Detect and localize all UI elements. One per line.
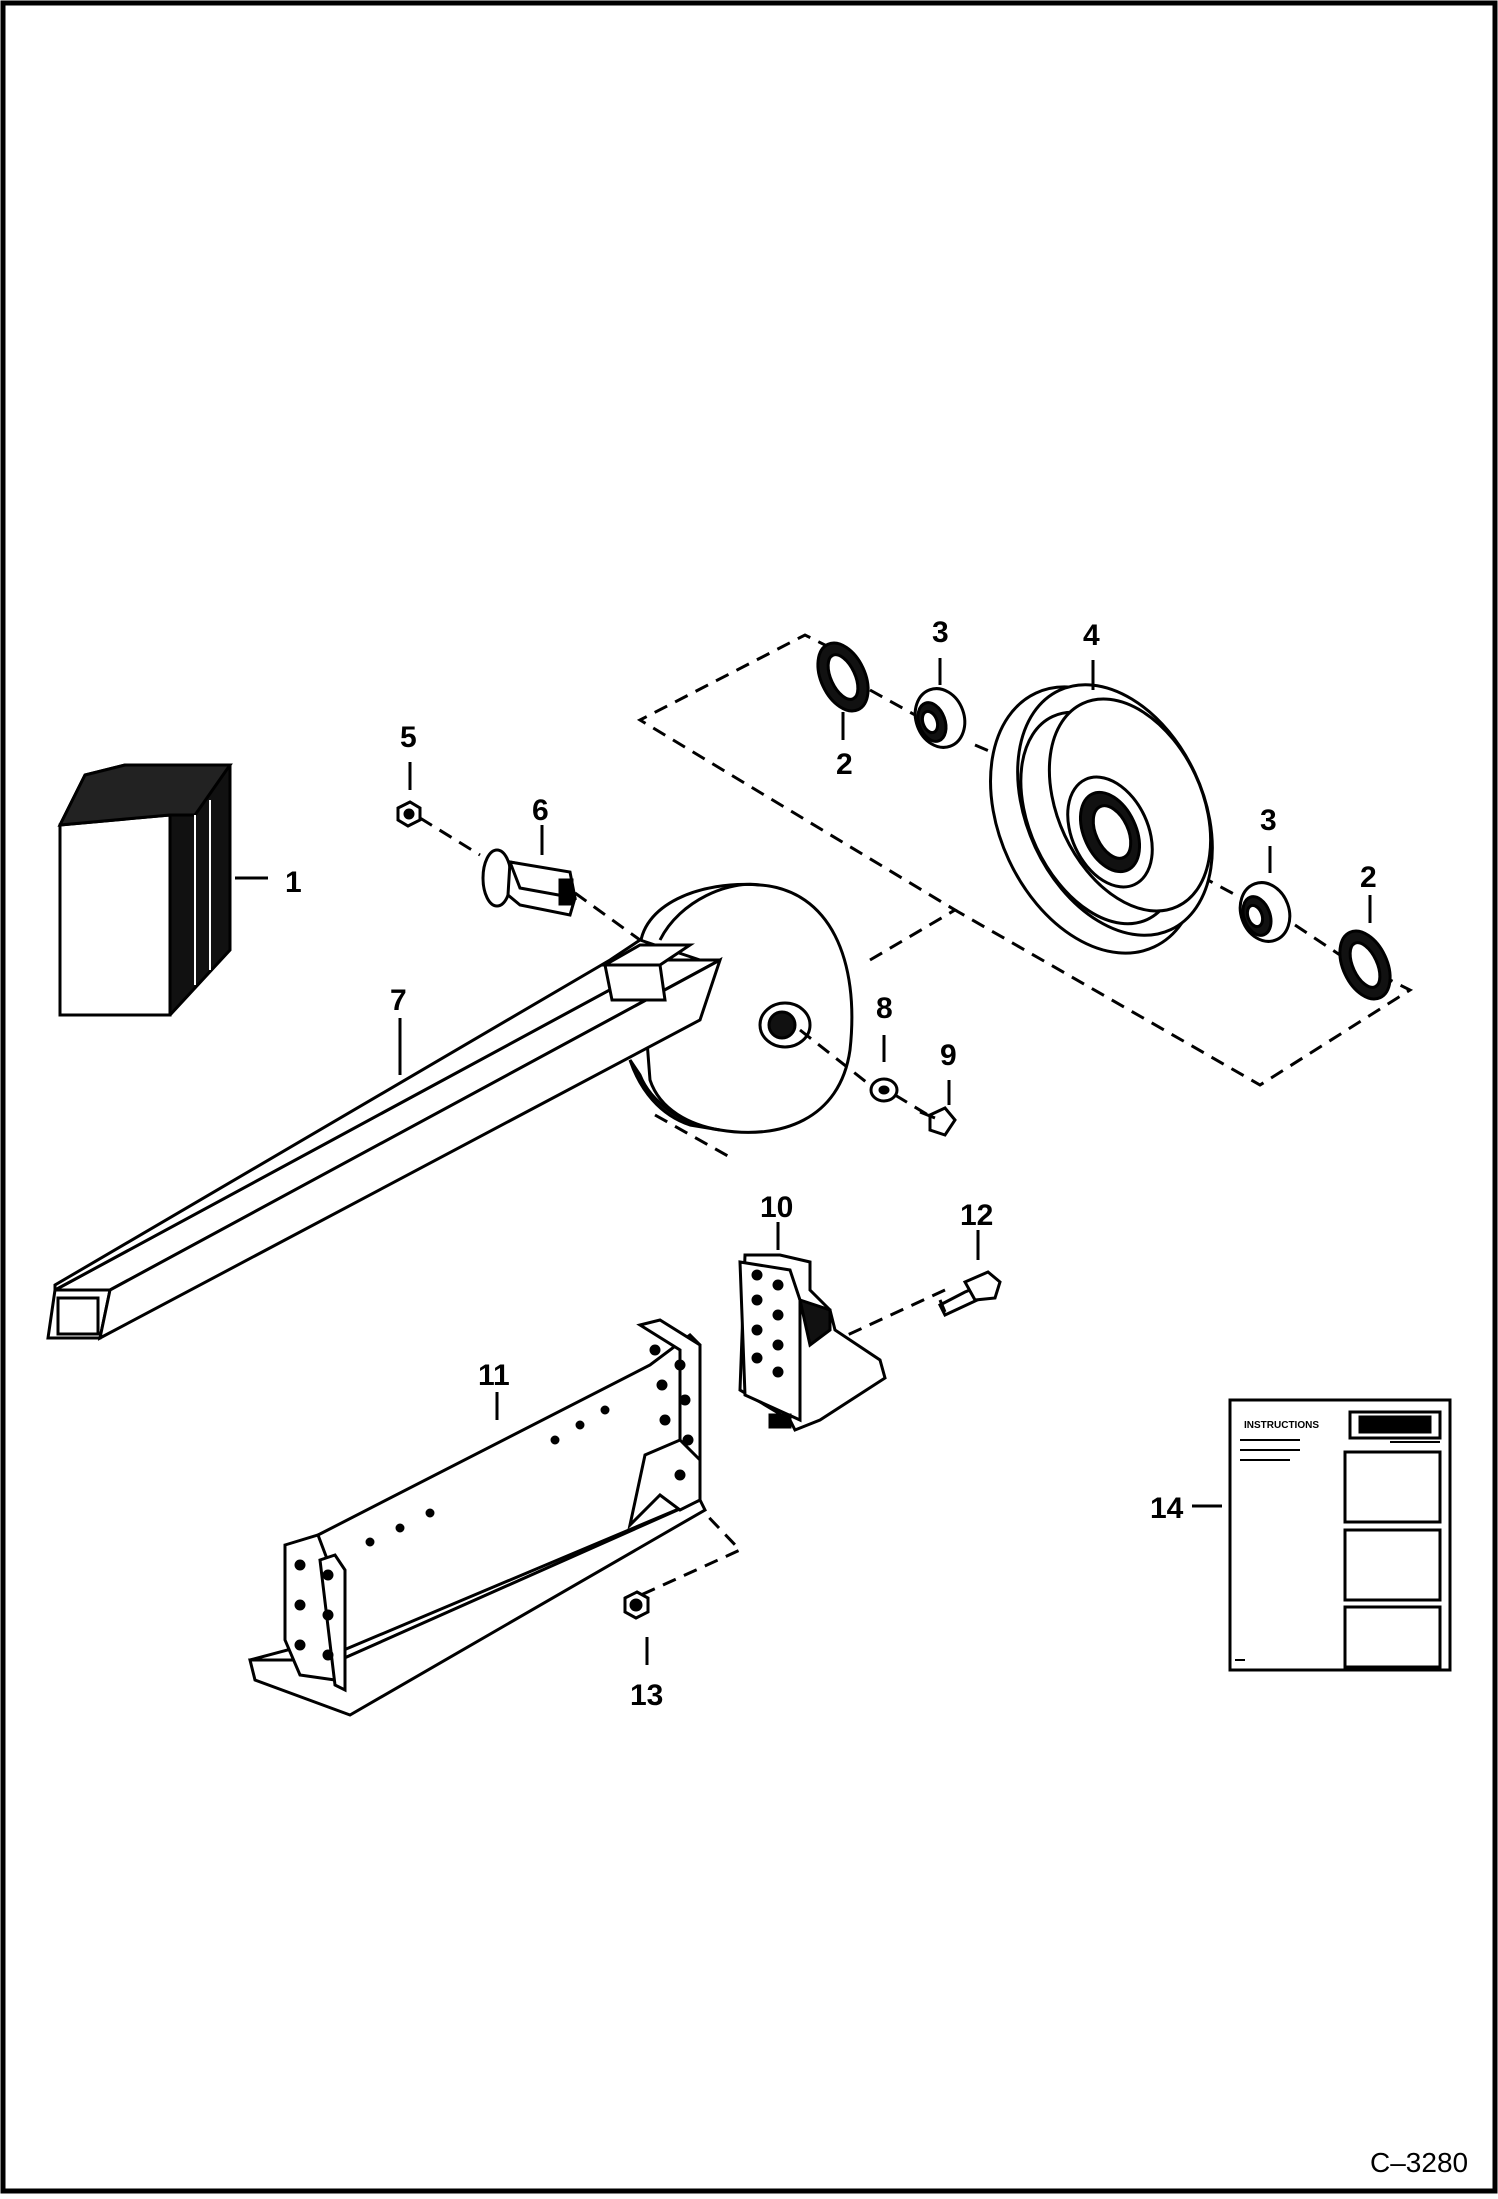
part-2-seal-right: [1338, 929, 1392, 1001]
part-3-bearing-right: [1238, 881, 1292, 943]
callout-13: 13: [630, 1679, 663, 1712]
part-4-idler-wheel: [989, 683, 1214, 955]
part-3-bearing-top: [913, 687, 967, 749]
callout-11: 11: [478, 1359, 510, 1392]
callout-2-right: 2: [1360, 861, 1377, 894]
part-14-booklet: [1228, 1398, 1452, 1672]
part-5-nut: [396, 800, 422, 828]
callout-5: 5: [400, 721, 417, 754]
callout-1: 1: [285, 866, 302, 899]
callout-2-top: 2: [836, 748, 853, 781]
booklet-heading: INSTRUCTIONS: [1244, 1420, 1319, 1431]
callout-6: 6: [532, 794, 549, 827]
callout-14: 14: [1150, 1492, 1184, 1525]
part-8-washer: [869, 1077, 899, 1103]
part-1-block: [57, 763, 233, 1017]
callout-9: 9: [940, 1039, 957, 1072]
callout-4: 4: [1083, 619, 1100, 652]
callout-3-top: 3: [932, 616, 949, 649]
part-13-nut: [623, 1590, 650, 1620]
part-12-bolt: [937, 1270, 1002, 1317]
callout-7: 7: [390, 984, 407, 1017]
part-7-arm: [46, 882, 854, 1341]
part-6-pin: [481, 848, 577, 917]
callout-3-right: 3: [1260, 804, 1277, 837]
part-10-bracket: [738, 1253, 887, 1432]
part-11-frame: [248, 1318, 707, 1717]
callout-8: 8: [876, 992, 893, 1025]
figure-code: C–3280: [1370, 2147, 1468, 2178]
callout-10: 10: [760, 1191, 793, 1224]
part-2-seal-top: [816, 641, 870, 713]
callout-12: 12: [960, 1199, 993, 1232]
